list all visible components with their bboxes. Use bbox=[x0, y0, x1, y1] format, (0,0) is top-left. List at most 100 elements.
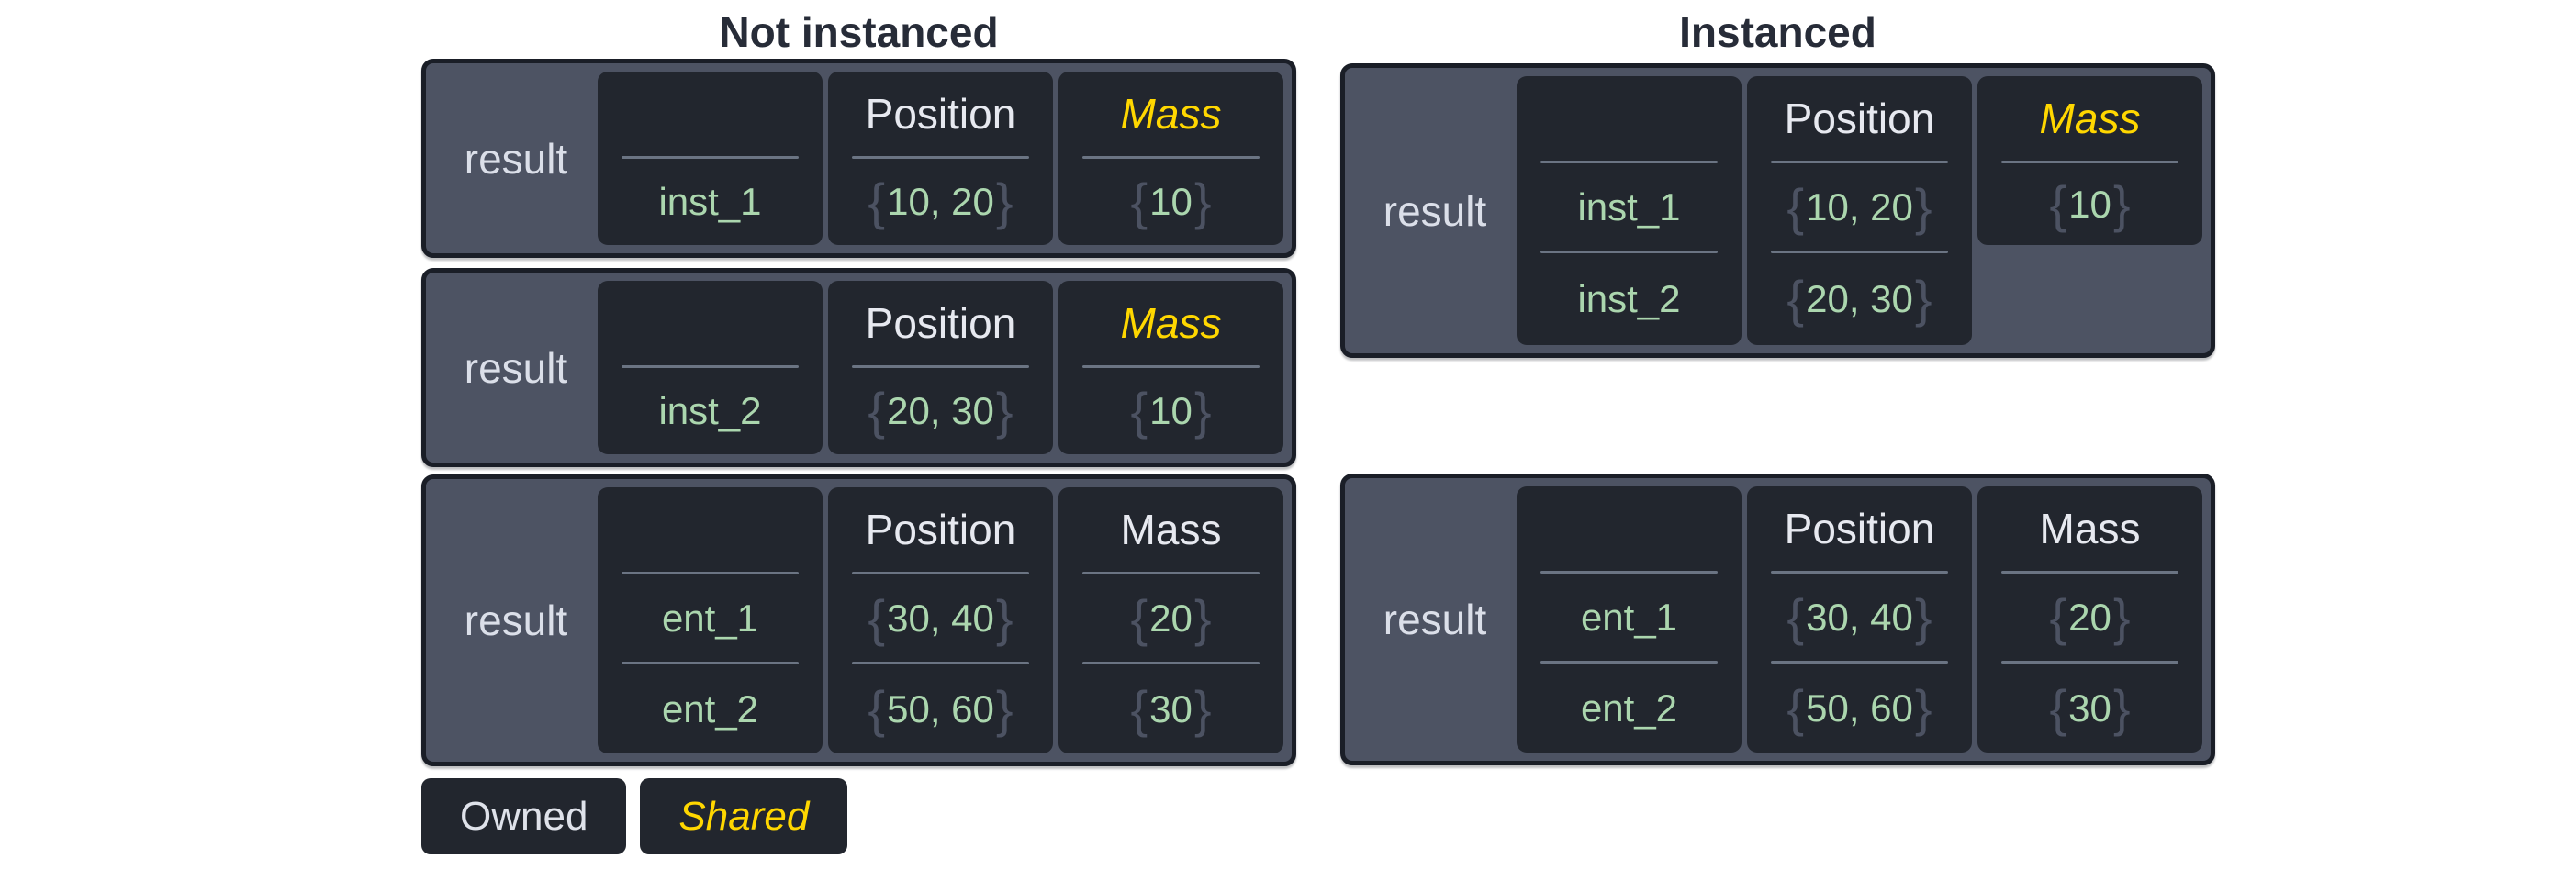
brace-close: } bbox=[2112, 587, 2131, 646]
result-table-inst1: result inst_1 Position {10, 20} Mass bbox=[421, 59, 1296, 258]
column-header-mass: Mass bbox=[2039, 505, 2141, 552]
entity-column: inst_1 bbox=[598, 72, 823, 245]
result-label: result bbox=[1383, 186, 1487, 235]
entity-column: ent_1 ent_2 bbox=[1517, 486, 1742, 753]
result-table-entities-left: result ent_1 ent_2 Position {30, 40} bbox=[421, 474, 1296, 766]
component-value: {20} bbox=[1977, 574, 2202, 661]
value-text: 30, 40 bbox=[1806, 595, 1913, 639]
row-divider bbox=[2001, 661, 2178, 664]
row-divider bbox=[1771, 161, 1948, 163]
value-text: 10 bbox=[1149, 389, 1193, 432]
column-header-position: Position bbox=[1784, 505, 1935, 552]
entity-name: inst_1 bbox=[658, 180, 762, 223]
value-text: 20, 30 bbox=[1806, 277, 1913, 320]
column-header-position: Position bbox=[865, 299, 1016, 347]
position-column: Position {30, 40} {50, 60} bbox=[1747, 486, 1972, 753]
row-divider bbox=[852, 156, 1029, 159]
entity-name: ent_1 bbox=[1580, 595, 1678, 639]
column-header-position: Position bbox=[1784, 95, 1935, 142]
value-text: 10, 20 bbox=[887, 180, 994, 223]
not-instanced-column: Not instanced result inst_1 Position {10… bbox=[421, 6, 1296, 854]
value-text: 30 bbox=[2068, 686, 2111, 730]
value-text: 20 bbox=[1149, 596, 1193, 640]
component-value: {30, 40} bbox=[1747, 574, 1972, 661]
row-divider bbox=[852, 365, 1029, 368]
brace-close: } bbox=[1914, 177, 1932, 236]
brace-open: { bbox=[868, 173, 886, 230]
brace-close: } bbox=[1193, 588, 1212, 647]
component-value: {50, 60} bbox=[828, 664, 1053, 753]
entity-name: ent_2 bbox=[1580, 686, 1678, 730]
value-text: 30 bbox=[1149, 686, 1193, 731]
brace-open: { bbox=[1130, 382, 1148, 440]
mass-column: Mass {20} {30} bbox=[1058, 487, 1283, 753]
row-divider bbox=[2001, 571, 2178, 574]
table-cells: ent_1 ent_2 Position {30, 40} {50, 60} bbox=[1517, 486, 2202, 753]
value-text: 20, 30 bbox=[887, 389, 994, 432]
value-text: 10, 20 bbox=[1806, 184, 1913, 229]
row-divider bbox=[622, 662, 799, 664]
column-header-mass: Mass bbox=[1120, 506, 1222, 553]
row-divider bbox=[1540, 251, 1718, 253]
brace-open: { bbox=[2049, 587, 2067, 646]
position-column: Position {10, 20} {20, 30} bbox=[1747, 76, 1972, 345]
row-divider bbox=[852, 662, 1029, 664]
brace-close: } bbox=[1914, 587, 1932, 646]
value-text: 20 bbox=[2068, 595, 2111, 639]
brace-open: { bbox=[1786, 270, 1805, 328]
brace-close: } bbox=[1193, 173, 1212, 230]
mass-column: Mass {20} {30} bbox=[1977, 486, 2202, 753]
brace-close: } bbox=[995, 588, 1014, 647]
row-divider bbox=[852, 572, 1029, 574]
entity-name: inst_1 bbox=[1577, 184, 1681, 229]
result-label: result bbox=[1383, 596, 1487, 643]
brace-open: { bbox=[1786, 177, 1805, 236]
row-divider bbox=[1082, 156, 1260, 159]
mass-column: Mass {10} bbox=[1058, 281, 1283, 454]
entity-name: inst_2 bbox=[1577, 277, 1681, 320]
entity-name: ent_2 bbox=[661, 686, 759, 731]
row-divider bbox=[622, 572, 799, 574]
column-header-empty bbox=[598, 281, 823, 365]
component-value: {10, 20} bbox=[1747, 163, 1972, 251]
entity-column: inst_1 inst_2 bbox=[1517, 76, 1742, 345]
brace-close: } bbox=[995, 382, 1014, 440]
entity-name: inst_2 bbox=[658, 389, 762, 432]
column-header-mass-shared: Mass bbox=[1120, 90, 1222, 138]
column-header-empty bbox=[598, 72, 823, 156]
column-header-empty bbox=[1517, 486, 1742, 571]
table-cells: inst_1 Position {10, 20} Mass {10} bbox=[598, 72, 1283, 245]
component-value: {10} bbox=[1977, 163, 2202, 245]
result-label: result bbox=[464, 597, 568, 644]
value-text: 10 bbox=[1149, 180, 1193, 223]
brace-open: { bbox=[868, 588, 886, 647]
mass-column: Mass {10} bbox=[1058, 72, 1283, 245]
value-text: 50, 60 bbox=[887, 686, 994, 731]
entity-column: ent_1 ent_2 bbox=[598, 487, 823, 753]
legend-shared: Shared bbox=[640, 778, 848, 854]
legend: Owned Shared bbox=[421, 778, 1296, 854]
mass-column-shared-single: Mass {10} bbox=[1977, 76, 2202, 245]
column-header-empty bbox=[1517, 76, 1742, 161]
row-divider bbox=[1540, 571, 1718, 574]
column-header-mass-shared: Mass bbox=[1120, 299, 1222, 347]
row-divider bbox=[622, 365, 799, 368]
row-divider bbox=[1082, 365, 1260, 368]
result-table-instanced: result inst_1 inst_2 Position {10, 20} bbox=[1340, 63, 2215, 358]
entity-name: ent_1 bbox=[661, 596, 759, 640]
table-cells: inst_1 inst_2 Position {10, 20} {20, 30} bbox=[1517, 76, 2202, 345]
row-divider bbox=[1771, 251, 1948, 253]
brace-open: { bbox=[2049, 678, 2067, 737]
brace-close: } bbox=[2112, 174, 2131, 233]
brace-open: { bbox=[1130, 588, 1148, 647]
brace-open: { bbox=[868, 382, 886, 440]
row-divider bbox=[1082, 662, 1260, 664]
result-label: result bbox=[464, 134, 568, 183]
row-divider bbox=[1082, 572, 1260, 574]
component-value: {30} bbox=[1977, 664, 2202, 753]
brace-close: } bbox=[1193, 679, 1212, 738]
result-table-entities-right: result ent_1 ent_2 Position {30, 40} bbox=[1340, 474, 2215, 765]
brace-close: } bbox=[995, 679, 1014, 738]
component-value: {10} bbox=[1058, 368, 1283, 454]
